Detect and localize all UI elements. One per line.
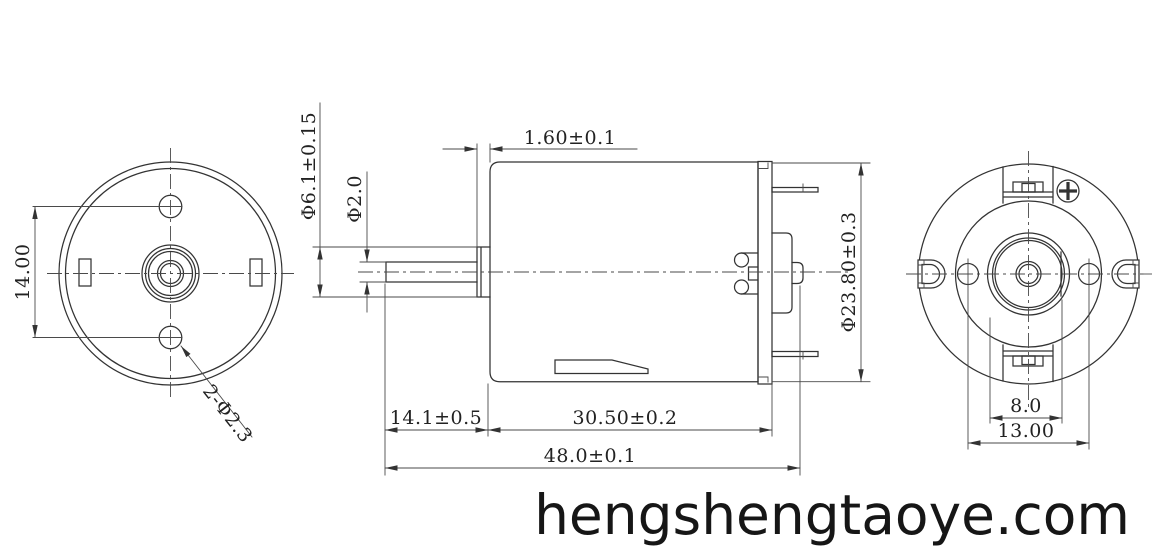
front-view: 14.00 2-Φ2.3 <box>12 148 294 447</box>
dim-total-length: 48.0±0.1 <box>544 445 636 467</box>
rear-terminal-top <box>1002 165 1054 204</box>
rear-ear-tab-left <box>917 259 946 289</box>
front-side-tab-right <box>249 258 263 287</box>
side-body-seam-tab <box>554 359 649 375</box>
dim-hole-spacing-front: 14.00 <box>12 244 34 301</box>
side-terminal-top <box>771 183 819 193</box>
dim-boss-protrusion: 1.60±0.1 <box>524 127 616 149</box>
label-mounting-holes: 2-Φ2.3 <box>198 381 257 448</box>
side-retaining-clip <box>733 252 758 295</box>
dim-boss-diameter: Φ6.1±0.15 <box>298 112 320 221</box>
rear-vent-screw <box>1056 179 1080 203</box>
rear-view: 8.0 13.00 <box>906 151 1152 450</box>
dim-body-diameter: Φ23.80±0.3 <box>838 211 860 332</box>
dim-hole-spacing-rear: 13.00 <box>998 420 1055 442</box>
side-motor-body <box>489 161 759 383</box>
side-rear-shaft-tip <box>791 261 804 285</box>
dim-shaft-extension: 14.1±0.5 <box>390 407 482 429</box>
front-side-tab-left <box>78 258 92 287</box>
side-terminal-bottom <box>771 350 819 360</box>
dim-bearing-width: 8.0 <box>1010 395 1042 417</box>
side-end-cap <box>757 160 773 385</box>
dim-shaft-diameter: Φ2.0 <box>344 175 366 223</box>
front-hub-ring-inner <box>147 250 194 297</box>
rear-terminal-bottom <box>1002 344 1054 383</box>
watermark-text: hengshengtaoye.com <box>534 483 1130 547</box>
side-rear-bushing <box>771 232 793 314</box>
dim-body-length: 30.50±0.2 <box>572 407 677 429</box>
side-view: Φ6.1±0.15 Φ2.0 1.60±0.1 Φ23.80±0.3 <box>298 102 871 476</box>
side-bearing-boss <box>476 246 491 298</box>
